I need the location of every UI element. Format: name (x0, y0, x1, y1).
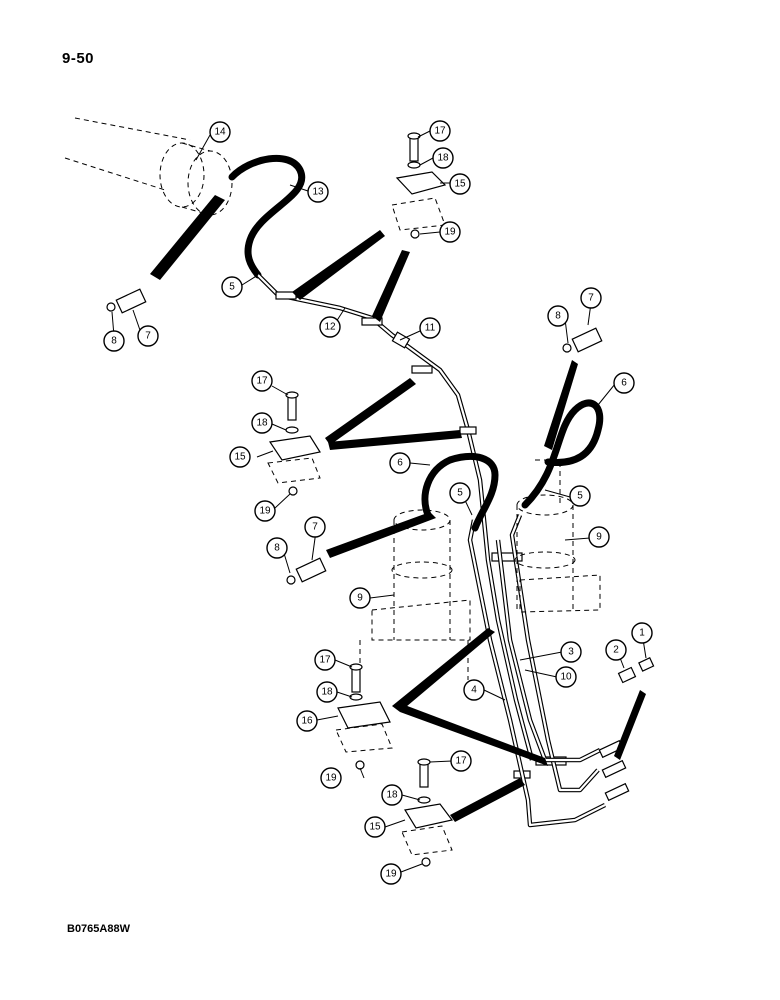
svg-text:17: 17 (256, 376, 268, 387)
cylinder-14-phantom (64, 117, 233, 216)
fittings-1-2 (598, 657, 655, 802)
svg-text:9: 9 (357, 593, 363, 604)
svg-text:7: 7 (312, 522, 318, 533)
callout-18-top: 18 (432, 147, 454, 169)
callout-9-left: 9 (349, 587, 371, 609)
callout-12: 12 (319, 316, 341, 338)
svg-text:2: 2 (613, 645, 619, 656)
callout-5-right: 5 (569, 485, 591, 507)
callout-15-bottom: 15 (364, 816, 386, 838)
svg-text:6: 6 (621, 378, 627, 389)
hose-6-right (521, 399, 604, 509)
callout-8-middle: 8 (266, 537, 288, 559)
callout-17-left: 17 (251, 370, 273, 392)
svg-text:6: 6 (397, 458, 403, 469)
svg-text:7: 7 (588, 293, 594, 304)
callout-1: 1 (631, 622, 653, 644)
callout-15-top: 15 (449, 173, 471, 195)
callout-19-bottom-middle: 19 (320, 767, 342, 789)
page-number: 9-50 (62, 50, 95, 67)
hose-6-middle (421, 453, 499, 532)
svg-text:16: 16 (301, 716, 313, 727)
callout-18-left: 18 (251, 412, 273, 434)
fitting-7-top-left (106, 288, 147, 314)
svg-text:18: 18 (386, 790, 398, 801)
svg-text:13: 13 (312, 187, 324, 198)
callout-7-top-left: 7 (137, 325, 159, 347)
svg-text:17: 17 (319, 655, 331, 666)
svg-text:8: 8 (555, 311, 561, 322)
callout-8-top-right: 8 (547, 305, 569, 327)
callout-19-bottom: 19 (380, 863, 402, 885)
svg-text:4: 4 (471, 685, 477, 696)
tube-bundle-3-4-10 (467, 514, 607, 828)
svg-text:14: 14 (214, 127, 226, 138)
explode-arrows (150, 195, 646, 822)
figure-code: B0765A88W (67, 923, 130, 935)
svg-text:18: 18 (256, 418, 268, 429)
cylinder-9-right-phantom (514, 459, 601, 613)
callout-7-top-right: 7 (580, 287, 602, 309)
leader-lines (111, 130, 647, 873)
clamp-set-left (267, 391, 321, 496)
callout-7-middle: 7 (304, 516, 326, 538)
callout-18-bottom-middle: 18 (316, 681, 338, 703)
clamp-set-bottom (401, 758, 454, 867)
cylinder-9-left-phantom (359, 509, 471, 700)
svg-text:3: 3 (568, 647, 574, 658)
svg-text:17: 17 (455, 756, 467, 767)
callout-17-bottom-middle: 17 (314, 649, 336, 671)
svg-text:10: 10 (560, 672, 572, 683)
svg-text:12: 12 (324, 322, 336, 333)
svg-text:17: 17 (434, 126, 446, 137)
callout-11: 11 (419, 317, 441, 339)
callout-19-left: 19 (254, 500, 276, 522)
callout-6-right: 6 (613, 372, 635, 394)
callout-18-bottom: 18 (381, 784, 403, 806)
clamp-set-top (391, 132, 447, 239)
callout-4: 4 (463, 679, 485, 701)
svg-text:19: 19 (325, 773, 337, 784)
svg-text:8: 8 (274, 543, 280, 554)
callout-3: 3 (560, 641, 582, 663)
callout-5-top: 5 (221, 276, 243, 298)
hose-13 (228, 154, 306, 279)
callout-13: 13 (307, 181, 329, 203)
callout-17-top: 17 (429, 120, 451, 142)
fitting-7-middle (286, 557, 327, 585)
svg-text:5: 5 (577, 491, 583, 502)
callout-6-middle: 6 (389, 452, 411, 474)
svg-text:7: 7 (145, 331, 151, 342)
svg-text:11: 11 (425, 323, 436, 334)
svg-text:15: 15 (454, 179, 466, 190)
svg-text:15: 15 (369, 822, 381, 833)
callout-5-middle: 5 (449, 482, 471, 504)
callout-19-top: 19 (439, 221, 461, 243)
callout-17-bottom: 17 (450, 750, 472, 772)
svg-text:19: 19 (385, 869, 397, 880)
svg-text:15: 15 (234, 452, 246, 463)
callout-2: 2 (605, 639, 627, 661)
callout-9-right: 9 (588, 526, 610, 548)
svg-text:9: 9 (596, 532, 602, 543)
svg-text:19: 19 (444, 227, 456, 238)
svg-text:19: 19 (259, 506, 271, 517)
callout-10: 10 (555, 666, 577, 688)
fitting-7-top-right (562, 327, 603, 353)
svg-text:5: 5 (457, 488, 463, 499)
svg-text:5: 5 (229, 282, 235, 293)
svg-text:18: 18 (321, 687, 333, 698)
callout-16: 16 (296, 710, 318, 732)
callout-15-left: 15 (229, 446, 251, 468)
clamp-set-bottom-middle (335, 663, 393, 770)
svg-text:18: 18 (437, 153, 449, 164)
svg-text:1: 1 (639, 628, 645, 639)
callout-8-top-left: 8 (103, 330, 125, 352)
svg-text:8: 8 (111, 336, 117, 347)
callout-14: 14 (209, 121, 231, 143)
